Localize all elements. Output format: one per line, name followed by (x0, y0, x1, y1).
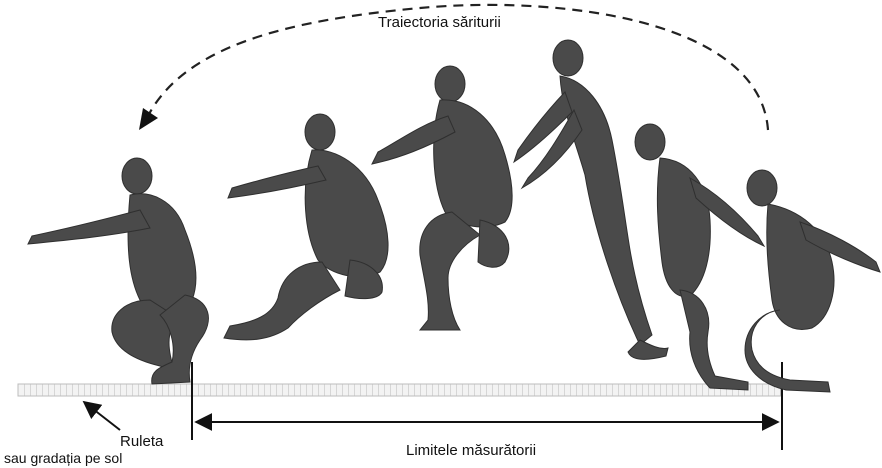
tape-label-line2: sau gradația pe sol (4, 450, 122, 466)
trajectory-arrow-head (139, 108, 158, 130)
jumper-figure-lean-forward (372, 66, 512, 330)
tape-pointer-arrow (84, 402, 120, 430)
measuring-tape (18, 384, 781, 396)
jumper-figure-takeoff-tuck (224, 114, 388, 340)
trajectory-label: Traiectoria săriturii (378, 14, 501, 31)
jumper-figure-full-extension (514, 40, 668, 359)
jumper-figure-landing-crouch (745, 170, 880, 392)
measurement-limits-label: Limitele măsurătorii (406, 442, 536, 459)
jumper-figure-crouch-start (28, 158, 208, 384)
tape-label-line1: Ruleta (120, 433, 164, 450)
